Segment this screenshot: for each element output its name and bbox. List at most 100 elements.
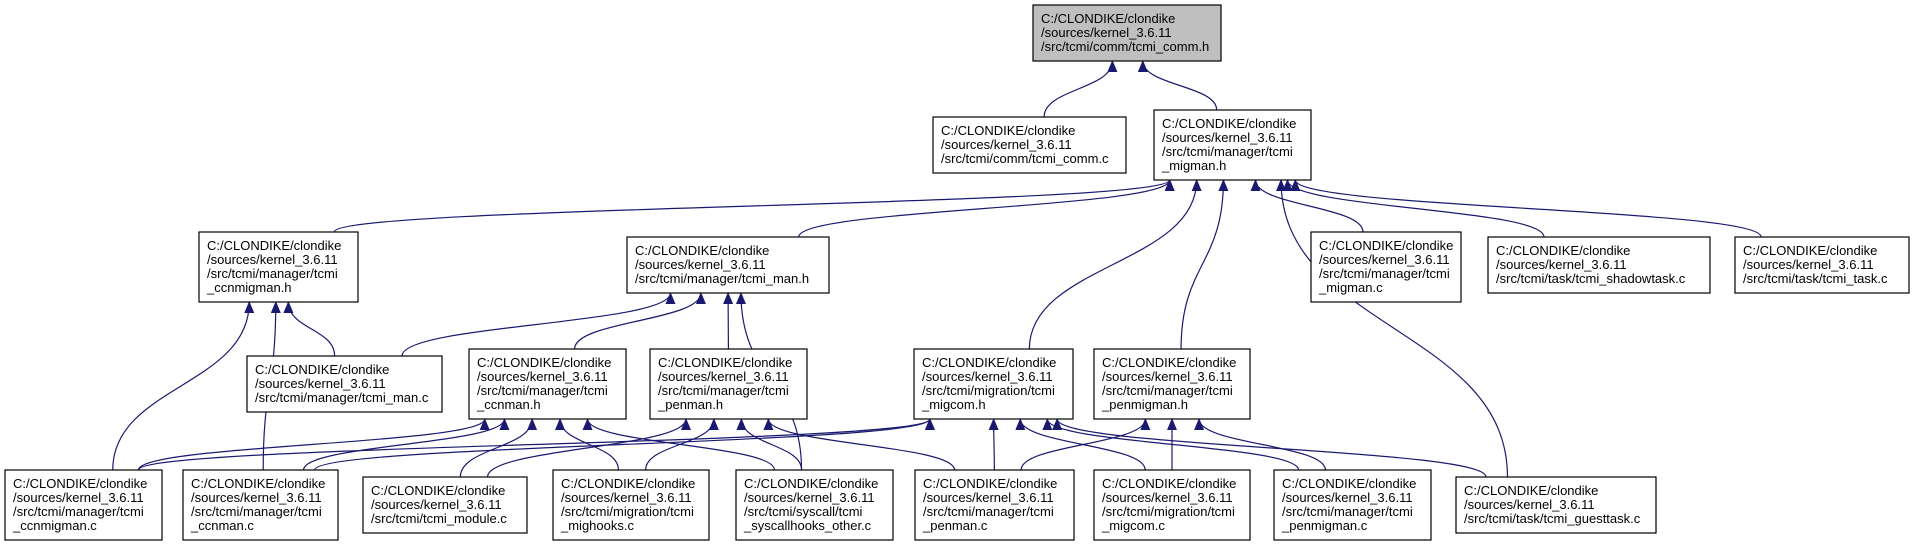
- file-node-label-line: /src/tcmi/manager/tcmi: [13, 504, 144, 519]
- dependency-edge: [486, 418, 691, 478]
- file-node-box: [1273, 469, 1432, 541]
- file-node-box: [914, 469, 1075, 541]
- file-node-tcmi-mighooks-c[interactable]: C:/CLONDIKE/clondike/sources/kernel_3.6.…: [552, 469, 710, 541]
- file-node-label-line: /src/tcmi/comm/tcmi_comm.h: [1041, 39, 1209, 54]
- file-node-tcmi-penman-c[interactable]: C:/CLONDIKE/clondike/sources/kernel_3.6.…: [914, 469, 1075, 541]
- file-node-label-line: /src/tcmi/manager/tcmi: [658, 383, 789, 398]
- dependency-edge: [1137, 60, 1218, 111]
- file-node-label-line: _penman.c: [922, 518, 988, 533]
- file-node-label-line: _ccnman.h: [476, 397, 541, 412]
- file-node-tcmi-penmigman-h[interactable]: C:/CLONDIKE/clondike/sources/kernel_3.6.…: [1093, 348, 1251, 420]
- file-node-tcmi-comm-c[interactable]: C:/CLONDIKE/clondike/sources/kernel_3.6.…: [932, 116, 1127, 174]
- dependency-edge: [1180, 179, 1229, 350]
- file-node-box: [552, 469, 710, 541]
- file-node-tcmi-penman-h[interactable]: C:/CLONDIKE/clondike/sources/kernel_3.6.…: [649, 348, 808, 420]
- file-node-label-line: /src/tcmi/task/tcmi_task.c: [1743, 271, 1888, 286]
- file-node-tcmi-migcom-h[interactable]: C:/CLONDIKE/clondike/sources/kernel_3.6.…: [913, 348, 1074, 420]
- file-node-label-line: /src/tcmi/manager/tcmi: [207, 266, 338, 281]
- file-node-tcmi-syscallhooks-other-c[interactable]: C:/CLONDIKE/clondike/sources/kernel_3.6.…: [735, 469, 894, 541]
- file-node-tcmi-migman-c[interactable]: C:/CLONDIKE/clondike/sources/kernel_3.6.…: [1310, 231, 1462, 303]
- file-node-label-line: /sources/kernel_3.6.11: [255, 376, 386, 391]
- file-node-label-line: /sources/kernel_3.6.11: [922, 369, 1053, 384]
- dependency-edge: [736, 418, 803, 471]
- file-node-label-line: /sources/kernel_3.6.11: [191, 490, 322, 505]
- file-node-label-line: _mighooks.c: [560, 518, 634, 533]
- file-node-tcmi-ccnmigman-h[interactable]: C:/CLONDIKE/clondike/sources/kernel_3.6.…: [198, 231, 359, 303]
- file-node-tcmi-man-c[interactable]: C:/CLONDIKE/clondike/sources/kernel_3.6.…: [246, 355, 443, 413]
- file-node-tcmi-task-c[interactable]: C:/CLONDIKE/clondike/sources/kernel_3.6.…: [1734, 236, 1910, 294]
- file-node-box: [1455, 476, 1657, 534]
- file-node-label-line: /sources/kernel_3.6.11: [1743, 257, 1874, 272]
- file-node-tcmi-ccnman-c[interactable]: C:/CLONDIKE/clondike/sources/kernel_3.6.…: [182, 469, 339, 541]
- file-node-box: [649, 348, 808, 420]
- file-node-tcmi-ccnman-h[interactable]: C:/CLONDIKE/clondike/sources/kernel_3.6.…: [468, 348, 627, 420]
- file-node-label-line: /src/tcmi/migration/tcmi: [561, 504, 694, 519]
- file-node-label-line: /sources/kernel_3.6.11: [371, 497, 502, 512]
- file-node-tcmi-shadowtask-c[interactable]: C:/CLONDIKE/clondike/sources/kernel_3.6.…: [1487, 236, 1711, 294]
- file-node-label-line: /sources/kernel_3.6.11: [207, 252, 338, 267]
- file-node-label-line: _syscallhooks_other.c: [743, 518, 872, 533]
- dependency-edge: [137, 418, 490, 471]
- file-node-label-line: C:/CLONDIKE/clondike: [1743, 243, 1877, 258]
- file-node-label-line: _migman.c: [1318, 280, 1383, 295]
- file-node-label-line: /sources/kernel_3.6.11: [1319, 252, 1450, 267]
- file-node-label-line: C:/CLONDIKE/clondike: [191, 476, 325, 491]
- file-node-label-line: /sources/kernel_3.6.11: [744, 490, 875, 505]
- file-node-tcmi-migcom-c[interactable]: C:/CLONDIKE/clondike/sources/kernel_3.6.…: [1093, 469, 1251, 541]
- file-node-label-line: /src/tcmi/manager/tcmi: [1319, 266, 1450, 281]
- dependency-edge: [459, 418, 538, 478]
- file-node-label-line: _ccnman.c: [190, 518, 254, 533]
- file-node-label-line: /sources/kernel_3.6.11: [635, 257, 766, 272]
- file-node-tcmi-migman-h[interactable]: C:/CLONDIKE/clondike/sources/kernel_3.6.…: [1153, 109, 1312, 181]
- file-node-label-line: /sources/kernel_3.6.11: [923, 490, 1054, 505]
- file-node-box: [4, 469, 163, 541]
- file-node-box: [198, 231, 359, 303]
- file-node-label-line: _penmigman.c: [1281, 518, 1368, 533]
- file-node-label-line: /src/tcmi/manager/tcmi_man.c: [255, 390, 429, 405]
- dependency-edge: [283, 301, 336, 357]
- dependency-edge: [1282, 179, 1545, 238]
- file-node-box: [1093, 348, 1251, 420]
- dependency-edge: [1194, 418, 1327, 471]
- file-node-label-line: C:/CLONDIKE/clondike: [1162, 116, 1296, 131]
- file-node-label-line: _penman.h: [657, 397, 723, 412]
- dependency-edge: [1052, 418, 1487, 478]
- file-node-box: [1487, 236, 1711, 294]
- dependency-edge: [302, 418, 510, 471]
- file-node-label-line: C:/CLONDIKE/clondike: [371, 483, 505, 498]
- file-node-label-line: /sources/kernel_3.6.11: [1496, 257, 1627, 272]
- file-node-label-line: C:/CLONDIKE/clondike: [635, 243, 769, 258]
- nodes-layer: C:/CLONDIKE/clondike/sources/kernel_3.6.…: [4, 4, 1910, 541]
- file-node-label-line: C:/CLONDIKE/clondike: [13, 476, 147, 491]
- file-node-tcmi-penmigman-c[interactable]: C:/CLONDIKE/clondike/sources/kernel_3.6.…: [1273, 469, 1432, 541]
- file-node-tcmi-comm-h[interactable]: C:/CLONDIKE/clondike/sources/kernel_3.6.…: [1032, 4, 1222, 62]
- file-node-label-line: /src/tcmi/manager/tcmi: [477, 383, 608, 398]
- file-node-tcmi-man-h[interactable]: C:/CLONDIKE/clondike/sources/kernel_3.6.…: [626, 236, 830, 294]
- file-node-label-line: C:/CLONDIKE/clondike: [1102, 355, 1236, 370]
- file-node-label-line: /src/tcmi/manager/tcmi: [923, 504, 1054, 519]
- dependency-edge: [137, 418, 935, 471]
- file-node-label-line: /sources/kernel_3.6.11: [1102, 369, 1233, 384]
- file-node-label-line: C:/CLONDIKE/clondike: [1282, 476, 1416, 491]
- file-node-label-line: C:/CLONDIKE/clondike: [1041, 11, 1175, 26]
- dependency-edge: [988, 418, 999, 471]
- dependency-edge: [798, 179, 1175, 238]
- file-node-label-line: /src/tcmi/task/tcmi_guesttask.c: [1464, 511, 1641, 526]
- file-node-label-line: _penmigman.h: [1101, 397, 1188, 412]
- file-node-label-line: C:/CLONDIKE/clondike: [1464, 483, 1598, 498]
- file-node-label-line: /src/tcmi/manager/tcmi: [191, 504, 322, 519]
- dependency-edge: [1043, 60, 1118, 118]
- dependency-edge: [555, 418, 620, 471]
- file-node-box: [913, 348, 1074, 420]
- file-node-box: [1310, 231, 1462, 303]
- file-node-label-line: /sources/kernel_3.6.11: [1102, 490, 1233, 505]
- file-node-box: [1734, 236, 1910, 294]
- file-node-tcmi-guesttask-c[interactable]: C:/CLONDIKE/clondike/sources/kernel_3.6.…: [1455, 476, 1657, 534]
- dependency-edge: [401, 292, 676, 357]
- dependency-edge: [1276, 179, 1509, 478]
- file-node-tcmi-ccnmigman-c[interactable]: C:/CLONDIKE/clondike/sources/kernel_3.6.…: [4, 469, 163, 541]
- file-node-tcmi-module-c[interactable]: C:/CLONDIKE/clondike/sources/kernel_3.6.…: [362, 476, 528, 534]
- dependency-edge: [1028, 179, 1202, 350]
- file-node-label-line: /sources/kernel_3.6.11: [561, 490, 692, 505]
